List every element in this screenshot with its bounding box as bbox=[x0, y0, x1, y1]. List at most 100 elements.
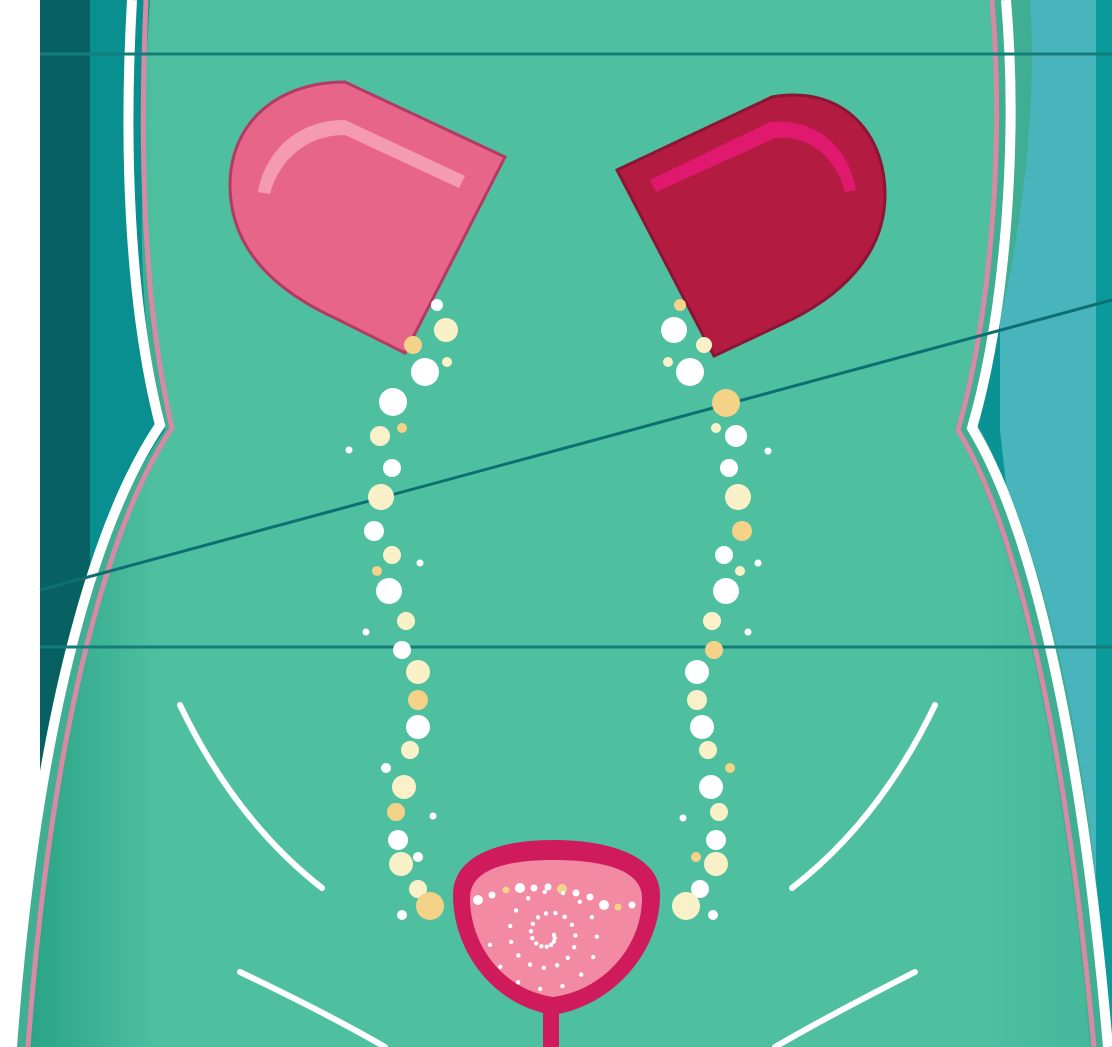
swirl-dot bbox=[615, 904, 622, 911]
swirl-dot bbox=[629, 902, 636, 909]
swirl-dot bbox=[515, 883, 525, 893]
droplet bbox=[699, 741, 717, 759]
droplet bbox=[393, 641, 411, 659]
droplet bbox=[704, 852, 728, 876]
droplet bbox=[431, 299, 443, 311]
swirl-dot bbox=[536, 915, 540, 919]
swirl-dot bbox=[503, 887, 510, 894]
droplet bbox=[663, 357, 673, 367]
droplet bbox=[705, 641, 723, 659]
droplet-small bbox=[363, 629, 370, 636]
swirl-dot bbox=[573, 933, 577, 937]
droplet bbox=[383, 459, 401, 477]
swirl-dot bbox=[555, 963, 559, 967]
droplet bbox=[411, 358, 439, 386]
droplet bbox=[735, 566, 745, 576]
swirl-dot bbox=[545, 944, 549, 948]
droplet bbox=[661, 317, 687, 343]
droplet bbox=[389, 852, 413, 876]
droplet bbox=[713, 578, 739, 604]
droplet-small bbox=[765, 448, 772, 455]
swirl-dot bbox=[599, 900, 609, 910]
droplet-small bbox=[346, 447, 353, 454]
swirl-dot bbox=[509, 940, 513, 944]
droplet bbox=[404, 336, 422, 354]
swirl-dot bbox=[572, 945, 576, 949]
droplet bbox=[376, 578, 402, 604]
droplet bbox=[725, 763, 735, 773]
swirl-dot bbox=[528, 962, 532, 966]
droplet bbox=[676, 358, 704, 386]
droplet bbox=[392, 775, 416, 799]
droplet bbox=[408, 690, 428, 710]
swirl-dot bbox=[539, 944, 543, 948]
droplet bbox=[381, 763, 391, 773]
droplet bbox=[710, 803, 728, 821]
droplet bbox=[715, 546, 733, 564]
droplet bbox=[370, 426, 390, 446]
droplet-small bbox=[680, 815, 687, 822]
swirl-dot bbox=[542, 966, 546, 970]
droplet bbox=[696, 337, 712, 353]
swirl-dot bbox=[543, 890, 547, 894]
droplet bbox=[397, 910, 407, 920]
swirl-dot bbox=[544, 911, 548, 915]
droplet bbox=[685, 660, 709, 684]
swirl-dot bbox=[529, 929, 533, 933]
droplet bbox=[687, 690, 707, 710]
droplet-small bbox=[430, 813, 437, 820]
swirl-dot bbox=[516, 980, 520, 984]
droplet bbox=[372, 566, 382, 576]
swirl-dot bbox=[545, 884, 552, 891]
droplet-small bbox=[755, 560, 762, 567]
droplet bbox=[708, 910, 718, 920]
droplet bbox=[397, 612, 415, 630]
swirl-dot bbox=[488, 943, 492, 947]
swirl-dot bbox=[530, 936, 534, 940]
droplet bbox=[364, 521, 384, 541]
droplet bbox=[388, 830, 408, 850]
swirl-dot bbox=[514, 908, 518, 912]
swirl-dot bbox=[516, 953, 520, 957]
swirl-dot bbox=[590, 915, 594, 919]
swirl-dot bbox=[573, 890, 580, 897]
droplet bbox=[699, 775, 723, 799]
droplet bbox=[434, 318, 458, 342]
background-right-edge bbox=[1096, 0, 1112, 1047]
swirl-dot bbox=[508, 924, 512, 928]
swirl-dot bbox=[591, 955, 595, 959]
droplet-small bbox=[745, 629, 752, 636]
droplet-small bbox=[417, 560, 424, 567]
swirl-dot bbox=[579, 972, 583, 976]
swirl-dot bbox=[489, 892, 496, 899]
droplet bbox=[672, 892, 700, 920]
swirl-dot bbox=[560, 984, 564, 988]
droplet bbox=[387, 803, 405, 821]
swirl-dot bbox=[549, 943, 553, 947]
droplet bbox=[379, 388, 407, 416]
droplet bbox=[674, 299, 686, 311]
droplet bbox=[383, 546, 401, 564]
droplet bbox=[711, 423, 721, 433]
droplet bbox=[725, 425, 747, 447]
droplet bbox=[706, 830, 726, 850]
swirl-dot bbox=[587, 894, 594, 901]
droplet bbox=[406, 715, 430, 739]
droplet bbox=[725, 484, 751, 510]
droplet bbox=[732, 521, 752, 541]
swirl-dot bbox=[595, 934, 599, 938]
droplet bbox=[703, 612, 721, 630]
droplet bbox=[690, 715, 714, 739]
swirl-dot bbox=[531, 885, 538, 892]
droplet bbox=[368, 484, 394, 510]
swirl-dot bbox=[526, 896, 530, 900]
droplet bbox=[442, 357, 452, 367]
swirl-dot bbox=[531, 922, 535, 926]
droplet bbox=[397, 423, 407, 433]
swirl-dot bbox=[570, 923, 574, 927]
droplet bbox=[720, 459, 738, 477]
swirl-dot bbox=[498, 965, 502, 969]
droplet bbox=[406, 660, 430, 684]
droplet bbox=[712, 389, 740, 417]
